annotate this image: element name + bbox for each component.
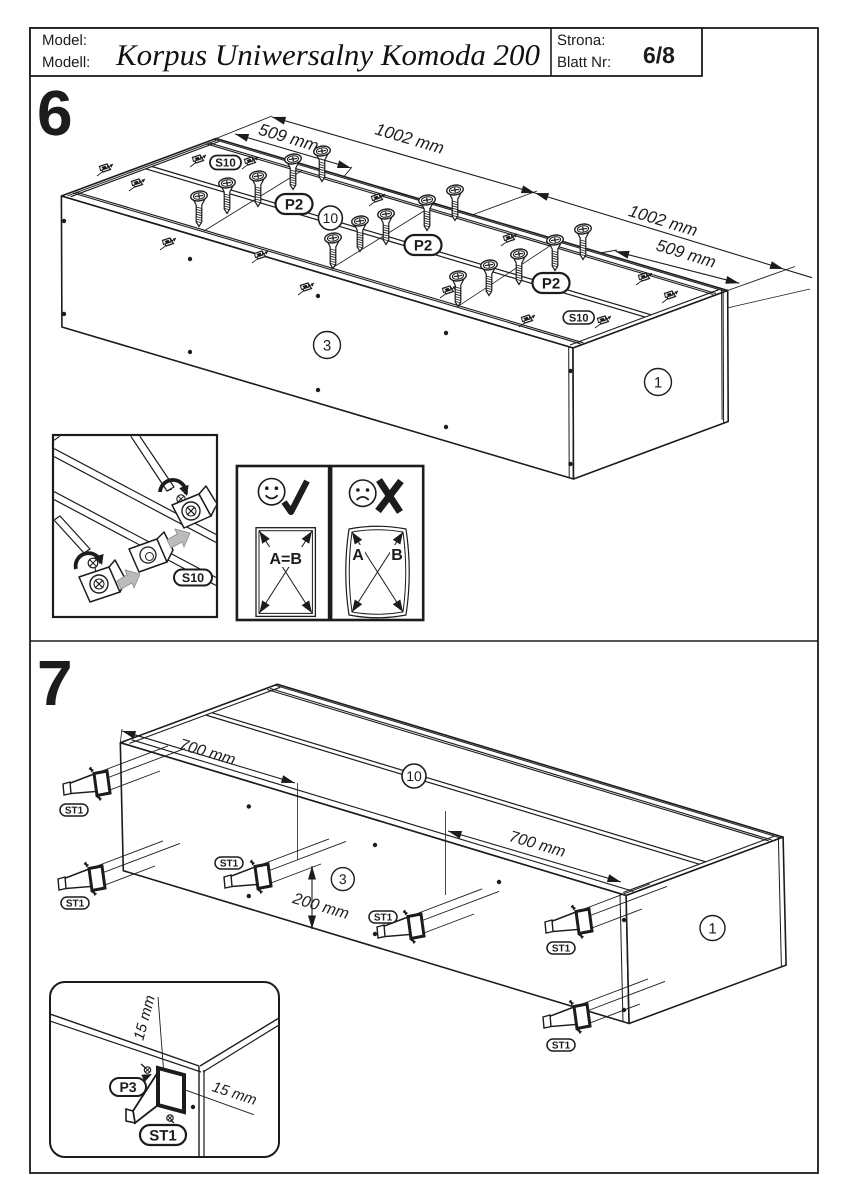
svg-text:10: 10 — [323, 210, 339, 226]
svg-text:10: 10 — [406, 768, 422, 784]
svg-text:3: 3 — [339, 871, 347, 887]
svg-text:P2: P2 — [414, 237, 432, 254]
svg-text:P3: P3 — [119, 1079, 136, 1095]
svg-text:6/8: 6/8 — [643, 42, 675, 68]
svg-text:A=B: A=B — [269, 551, 301, 568]
svg-text:S10: S10 — [569, 313, 589, 325]
svg-text:Modell:: Modell: — [42, 54, 90, 71]
svg-text:ST1: ST1 — [65, 806, 84, 817]
svg-text:3: 3 — [323, 337, 331, 354]
svg-text:ST1: ST1 — [149, 1127, 177, 1144]
svg-text:A: A — [352, 547, 364, 564]
svg-text:ST1: ST1 — [374, 913, 393, 924]
svg-text:P2: P2 — [542, 275, 560, 292]
svg-text:B: B — [391, 547, 403, 564]
svg-text:Model:: Model: — [42, 32, 87, 49]
svg-text:P2: P2 — [285, 196, 303, 213]
svg-text:S10: S10 — [215, 158, 235, 170]
svg-text:1: 1 — [708, 920, 716, 937]
svg-text:ST1: ST1 — [552, 1041, 571, 1052]
svg-text:1: 1 — [654, 374, 662, 391]
svg-text:7: 7 — [37, 647, 73, 719]
svg-text:S10: S10 — [182, 571, 204, 585]
svg-text:ST1: ST1 — [220, 859, 239, 870]
svg-text:ST1: ST1 — [66, 899, 85, 910]
svg-text:Blatt Nr:: Blatt Nr: — [557, 54, 611, 71]
svg-text:Strona:: Strona: — [557, 32, 605, 49]
svg-text:Korpus Uniwersalny Komoda 200: Korpus Uniwersalny Komoda 200 — [115, 39, 540, 72]
svg-text:6: 6 — [37, 77, 73, 149]
svg-text:ST1: ST1 — [552, 944, 571, 955]
